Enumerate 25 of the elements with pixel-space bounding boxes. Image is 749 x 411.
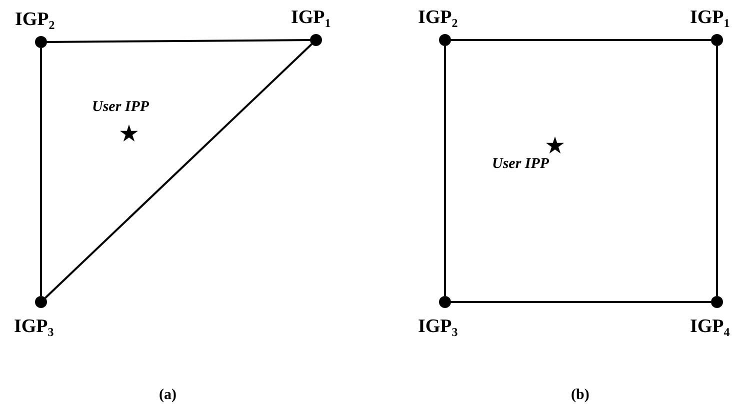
- connector-line: [451, 39, 711, 41]
- vertex-label: IGP$_{3}$: [418, 317, 458, 338]
- connector-line: [716, 46, 718, 296]
- vertex-dot: [711, 34, 723, 46]
- vertex-label: IGP$_{3}$: [14, 317, 54, 338]
- point-label: User IPP: [92, 99, 150, 116]
- vertex-dot: [711, 296, 723, 308]
- vertex-dot: [35, 36, 47, 48]
- vertex-dot: [35, 296, 47, 308]
- connector-line: [40, 48, 42, 296]
- vertex-label: IGP$_{1}$: [291, 8, 331, 29]
- connector-line: [444, 46, 446, 296]
- vertex-label: IGP$_{2}$: [418, 8, 458, 29]
- vertex-dot: [439, 296, 451, 308]
- connector-line: [47, 39, 310, 43]
- vertex-dot: [310, 34, 322, 46]
- vertex-label: IGP$_{2}$: [15, 10, 55, 31]
- panel-caption: (b): [571, 387, 590, 404]
- vertex-label: IGP$_{1}$: [690, 8, 730, 29]
- vertex-dot: [439, 34, 451, 46]
- connector-line: [44, 43, 312, 299]
- panel-caption: (a): [159, 387, 176, 404]
- connector-line: [451, 301, 711, 303]
- vertex-label: IGP$_{4}$: [690, 317, 730, 338]
- point-label: User IPP: [492, 156, 550, 173]
